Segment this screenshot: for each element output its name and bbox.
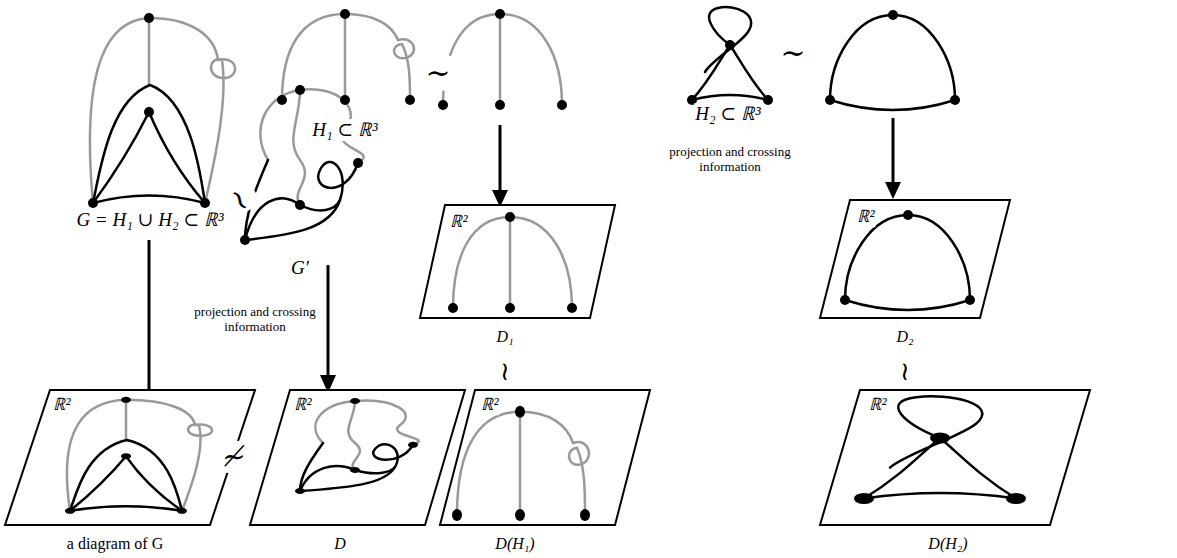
- diagram-drawing: [295, 398, 419, 494]
- spatial-graph: [277, 9, 415, 105]
- math-label: a diagram of G: [66, 535, 164, 553]
- math-label: projection and crossing information: [193, 305, 317, 335]
- spatial-graph: [687, 7, 773, 105]
- spatial-graph: [438, 9, 567, 110]
- math-label: D(H₂): [927, 535, 968, 553]
- math-label: ≀: [899, 357, 911, 387]
- math-label: G = H₁ ∪ H₂ ⊂ ℝ³: [75, 209, 224, 231]
- plane: [5, 200, 1090, 525]
- math-label: projection and crossing information: [668, 145, 792, 175]
- math-label: D: [333, 535, 347, 553]
- projection-arrow: [141, 118, 901, 408]
- math-label: D(H₁): [494, 535, 535, 553]
- diagram-drawing: [452, 406, 590, 521]
- spatial-graph: [88, 13, 235, 208]
- math-label: D₂: [895, 328, 914, 346]
- math-label: ℝ²: [868, 395, 887, 415]
- math-label: ℝ²: [293, 395, 312, 415]
- math-label: H₁ ⊂ ℝ³: [311, 119, 378, 141]
- spatial-graph: [825, 10, 960, 110]
- math-label: ℝ²: [449, 212, 468, 232]
- math-label: G′: [290, 257, 310, 279]
- math-label: ℝ²: [480, 395, 499, 415]
- math-label: H₂ ⊂ ℝ³: [694, 103, 761, 125]
- diagram-drawing: [65, 397, 212, 514]
- math-label: ≀: [499, 357, 511, 387]
- math-label: ℝ²: [856, 207, 875, 227]
- math-label: ∼: [779, 36, 806, 71]
- math-label: ℝ²: [52, 395, 71, 415]
- math-label: ≁: [221, 441, 246, 473]
- math-label: ∼: [424, 56, 451, 91]
- spatial-graph: [240, 85, 364, 245]
- math-label: D₁: [495, 328, 514, 346]
- diagram-drawing: [448, 212, 577, 313]
